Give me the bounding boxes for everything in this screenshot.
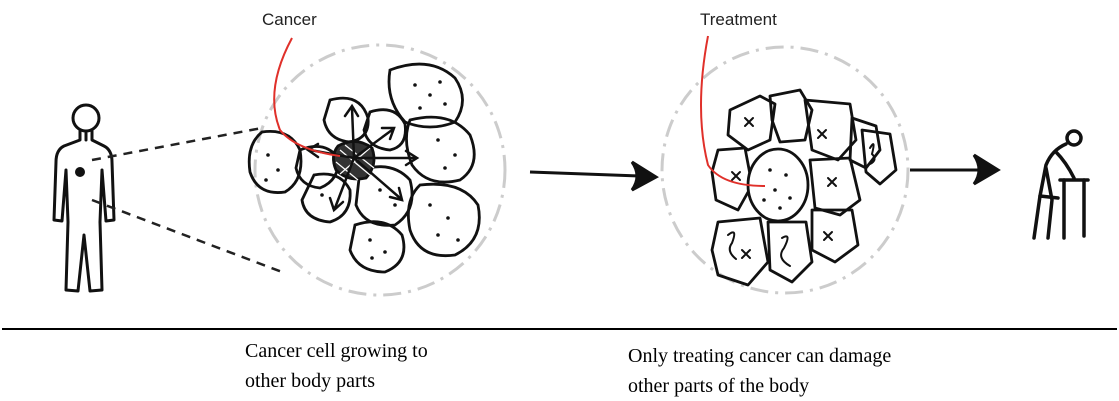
caption-treatment-damage: Only treating cancer can damage other pa… (628, 341, 891, 401)
cancer-label: Cancer (262, 10, 317, 29)
caption-line: Cancer cell growing to (245, 336, 428, 366)
treatment-label: Treatment (700, 10, 777, 29)
caption-line: other body parts (245, 366, 428, 396)
standing-person-icon (54, 105, 114, 291)
caption-line: other parts of the body (628, 371, 891, 401)
cancer-spot-marker (75, 167, 85, 177)
progression-arrow-2 (910, 155, 998, 184)
caption-cancer-growth: Cancer cell growing to other body parts (245, 336, 428, 396)
progression-arrow-1 (530, 162, 656, 190)
elderly-person-with-walker-icon (1034, 131, 1088, 238)
caption-line: Only treating cancer can damage (628, 341, 891, 371)
zoom-lines (92, 128, 282, 272)
zoom-circle-1 (255, 45, 505, 295)
